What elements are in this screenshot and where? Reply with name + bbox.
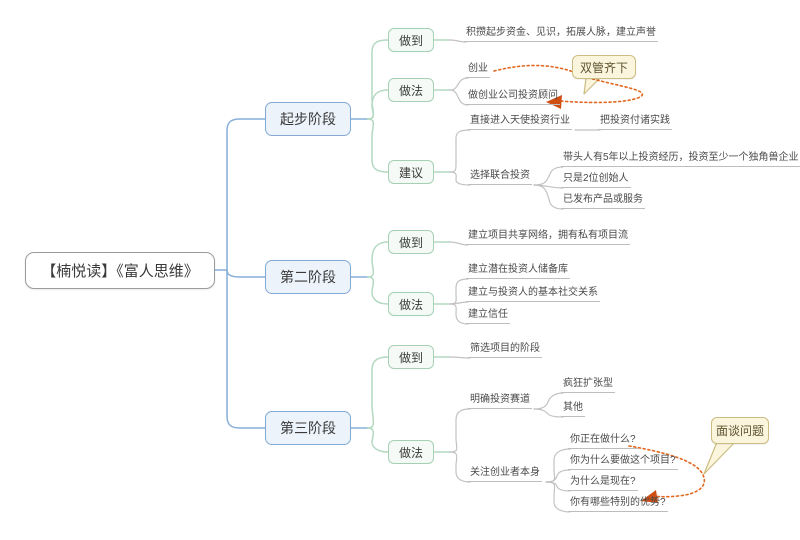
leaf-topic[interactable]: 已发布产品或服务 xyxy=(561,193,645,209)
leaf-topic[interactable]: 把投资付诸实践 xyxy=(598,114,672,130)
subtopic-s3-method[interactable]: 做法 xyxy=(388,440,434,464)
leaf-topic[interactable]: 选择联合投资 xyxy=(468,169,532,185)
relationship-arrows xyxy=(493,64,706,498)
leaf-topic[interactable]: 其他 xyxy=(561,401,585,417)
leaf-topic[interactable]: 关注创业者本身 xyxy=(468,466,542,482)
subtopic-s1-method[interactable]: 做法 xyxy=(388,78,434,102)
leaf-topic[interactable]: 你正在做什么? xyxy=(568,433,638,449)
callout-tails xyxy=(583,77,736,475)
branch-topic-stage3[interactable]: 第三阶段 xyxy=(265,411,351,445)
leaf-topic[interactable]: 直接进入天使投资行业 xyxy=(468,114,572,130)
leaf-topic[interactable]: 创业 xyxy=(466,62,490,78)
leaf-topic[interactable]: 你有哪些特别的优势? xyxy=(568,496,668,512)
curved-arrow-top xyxy=(493,64,644,104)
leaf-topic[interactable]: 筛选项目的阶段 xyxy=(468,342,542,358)
callout-two-pronged[interactable]: 双管齐下 xyxy=(572,55,636,79)
leaf-topic[interactable]: 建立信任 xyxy=(466,308,510,324)
leaf-topic[interactable]: 建立项目共享网络，拥有私有项目流 xyxy=(466,229,630,245)
leaf-topic[interactable]: 做创业公司投资顾问 xyxy=(466,89,560,105)
subtopic-s3-achieve[interactable]: 做到 xyxy=(388,345,434,369)
leaf-topic[interactable]: 为什么是现在? xyxy=(568,475,638,491)
root-topic[interactable]: 【楠悦读】《富人思维》 xyxy=(25,252,215,289)
subtopic-s2-achieve[interactable]: 做到 xyxy=(388,230,434,254)
branch-topic-stage1[interactable]: 起步阶段 xyxy=(265,102,351,136)
leaf-topic[interactable]: 明确投资赛道 xyxy=(468,393,532,409)
leaf-topic[interactable]: 只是2位创始人 xyxy=(561,172,631,188)
leaf-topic[interactable]: 建立与投资人的基本社交关系 xyxy=(466,286,600,302)
subtopic-s1-advice[interactable]: 建议 xyxy=(388,160,434,184)
leaf-topic[interactable]: 带头人有5年以上投资经历，投资至少一个独角兽企业 xyxy=(561,151,800,167)
callout-interview-questions[interactable]: 面谈问题 xyxy=(711,417,769,444)
leaf-topic[interactable]: 积攒起步资金、见识，拓展人脉，建立声誉 xyxy=(464,26,658,42)
subtopic-s1-achieve[interactable]: 做到 xyxy=(388,28,434,52)
leaf-topic[interactable]: 你为什么要做这个项目? xyxy=(568,454,678,470)
curved-arrow-bottom xyxy=(628,445,706,498)
leaf-topic[interactable]: 建立潜在投资人储备库 xyxy=(466,263,570,279)
subtopic-s2-method[interactable]: 做法 xyxy=(388,292,434,316)
arrowheads xyxy=(546,95,658,503)
branch-topic-stage2[interactable]: 第二阶段 xyxy=(265,260,351,294)
leaf-topic[interactable]: 疯狂扩张型 xyxy=(561,377,615,393)
